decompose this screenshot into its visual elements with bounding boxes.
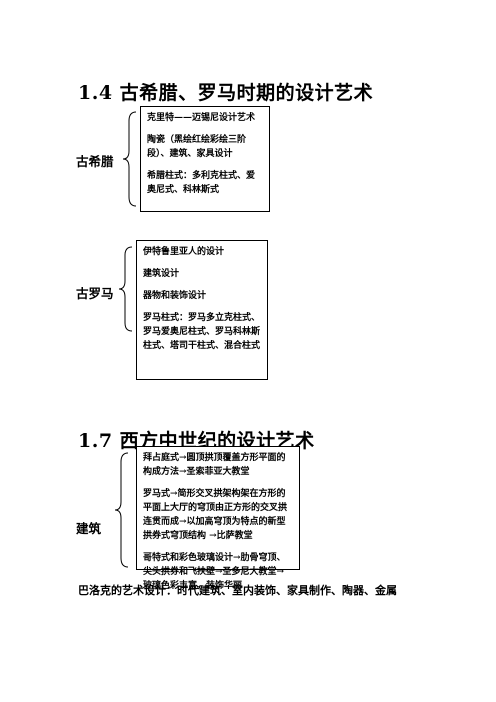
architecture-item: 拜占庭式→圆顶拱顶覆盖方形平面的构成方法→圣索菲亚大教堂	[143, 453, 286, 477]
architecture-brace	[114, 452, 129, 568]
architecture-item: 罗马式→简形交叉拱架构架在方形的平面上大厅的穹顶由正方形的交叉拱连贯而成→以加高…	[143, 489, 288, 541]
rome-brace	[118, 246, 133, 332]
rome-item: 建筑设计	[143, 269, 180, 279]
architecture-box: 拜占庭式→圆顶拱顶覆盖方形平面的构成方法→圣索菲亚大教堂 罗马式→简形交叉拱架构…	[136, 446, 300, 591]
greece-box: 克里特——迈锡尼设计艺术 陶瓷（黑绘红绘彩绘三阶段）、建筑、家具设计 希腊柱式：…	[140, 106, 270, 212]
rome-item: 器物和装饰设计	[143, 291, 207, 301]
greece-item: 希腊柱式：多利克柱式、爱奥尼式、科林斯式	[147, 171, 256, 195]
baroque-text: 巴洛克的艺术设计：时代建筑、室内装饰、家具制作、陶器、金属	[78, 584, 397, 597]
rome-box: 伊特鲁里亚人的设计 建筑设计 器物和装饰设计 罗马柱式：罗马多立克柱式、罗马爱奥…	[136, 240, 268, 380]
greece-item: 陶瓷（黑绘红绘彩绘三阶段）、建筑、家具设计	[147, 135, 247, 159]
rome-label: 古罗马	[76, 286, 114, 301]
rome-item: 伊特鲁里亚人的设计	[143, 247, 225, 257]
greece-item: 克里特——迈锡尼设计艺术	[147, 113, 256, 123]
greece-brace	[122, 111, 137, 207]
greece-label: 古希腊	[76, 154, 114, 169]
architecture-item: 哥特式和彩色玻璃设计→肋骨穹顶、尖头拱券和飞扶壁→圣多尼大教堂→玻璃色彩丰富，装…	[143, 553, 286, 591]
section-title-1-4: 1.4 古希腊、罗马时期的设计艺术	[78, 82, 374, 104]
architecture-label: 建筑	[76, 521, 102, 536]
rome-item: 罗马柱式：罗马多立克柱式、罗马爱奥尼柱式、罗马科林斯柱式、塔司干柱式、混合柱式	[143, 313, 261, 351]
